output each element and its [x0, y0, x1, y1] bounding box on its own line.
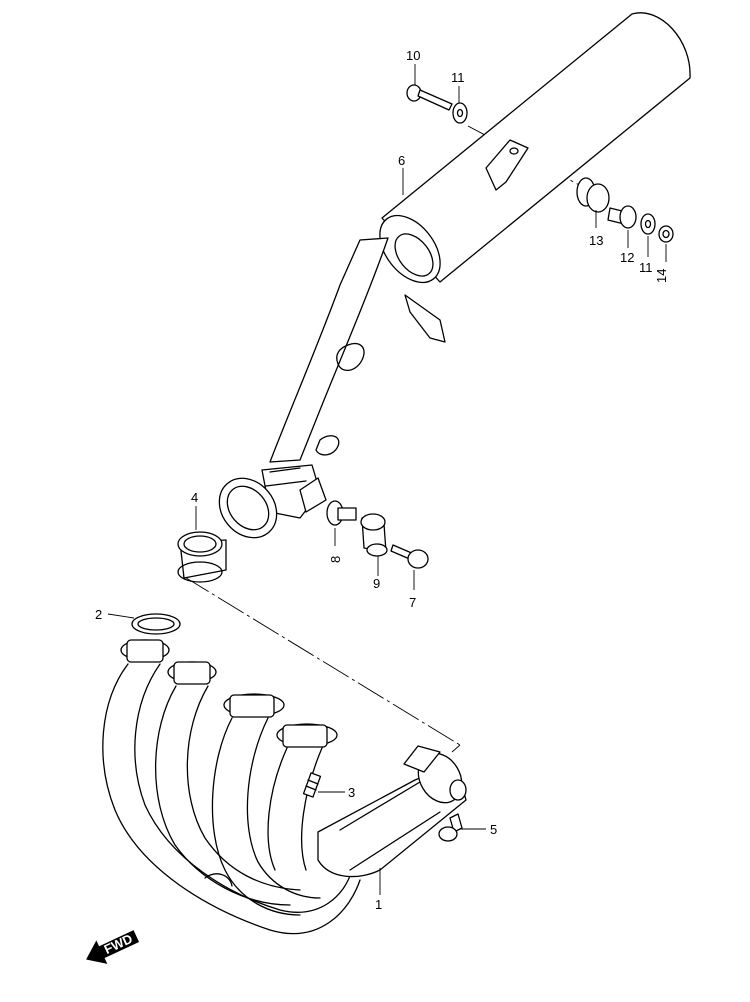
bolt-8: [326, 500, 357, 526]
fwd-arrow-icon: FWD: [86, 930, 140, 964]
callout-14: 14: [654, 269, 669, 283]
callout-4: 4: [191, 490, 198, 505]
callout-12: 12: [620, 250, 634, 265]
fwd-label: FWD: [102, 931, 135, 957]
connector-sleeve: [177, 531, 227, 583]
washer-11-right: [640, 213, 656, 235]
callout-7: 7: [409, 595, 416, 610]
callout-8: 8: [328, 556, 343, 563]
washer-11-top: [452, 102, 468, 124]
callout-13: 13: [589, 233, 603, 248]
callout-11-right: 11: [639, 260, 653, 275]
grommet-9: [360, 513, 388, 557]
collar-12: [607, 205, 637, 229]
grommet-13: [576, 177, 610, 213]
gasket: [131, 613, 181, 635]
leader-lines: [107, 64, 667, 895]
bolt-5: [438, 813, 463, 842]
bolt-10: [406, 84, 453, 111]
nut-14: [658, 225, 674, 243]
callout-6: 6: [398, 153, 405, 168]
callout-11-top: 11: [451, 70, 465, 85]
exhaust-header-pipes: [102, 639, 467, 935]
callout-5: 5: [490, 822, 497, 837]
callout-2: 2: [95, 607, 102, 622]
callout-1: 1: [375, 897, 382, 912]
callout-9: 9: [373, 576, 380, 591]
callout-3: 3: [348, 785, 355, 800]
muffler: [218, 12, 691, 539]
callouts: 10 11 6 13 12 11 14 4 8 9 7 2 3 5 1: [95, 48, 669, 912]
bolt-7: [390, 544, 429, 569]
header-flanges: [120, 639, 338, 748]
callout-10: 10: [406, 48, 420, 63]
